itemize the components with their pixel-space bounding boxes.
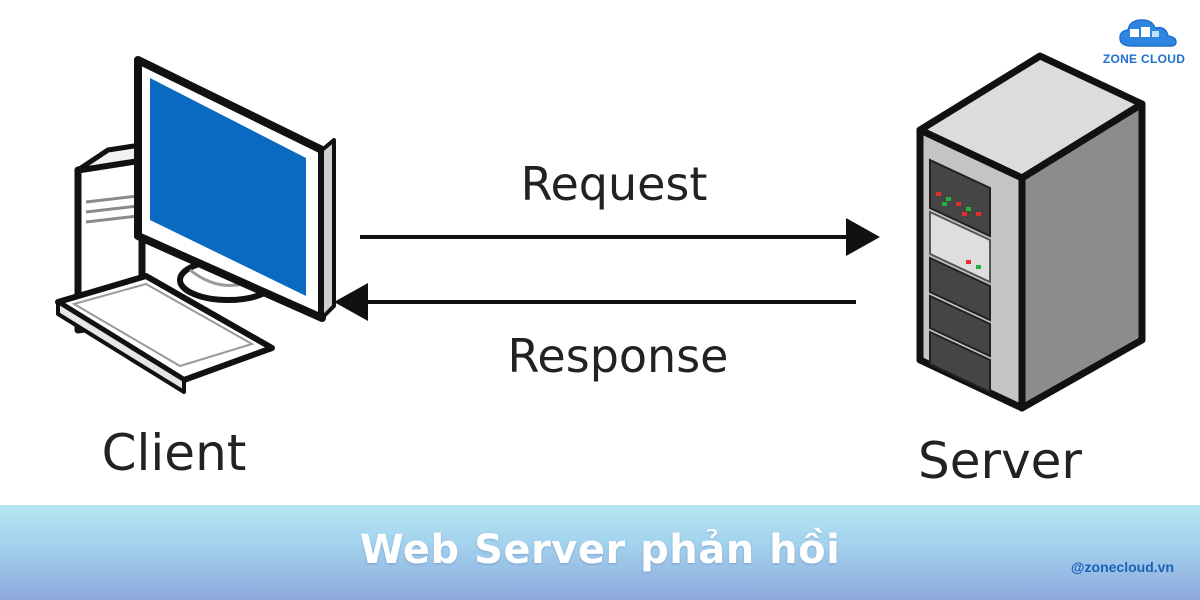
response-label: Response [508,329,729,383]
cloud-logo-icon [1119,19,1177,47]
banner-title: Web Server phản hồi [359,527,841,573]
server-tower-icon [916,52,1146,412]
brand-logo: ZONE CLOUD [1096,14,1192,70]
response-arrow [334,283,856,321]
caption-banner: Web Server phản hồi @zonecloud.vn [0,505,1200,600]
request-label: Request [521,157,708,211]
server-label: Server [918,432,1082,490]
client-server-diagram: Request Response Clie [55,52,1146,490]
request-arrow [360,218,880,256]
social-handle: @zonecloud.vn [1070,559,1174,575]
client-label: Client [102,424,247,482]
computer-icon [55,56,336,394]
brand-logo-text: ZONE CLOUD [1102,52,1186,66]
